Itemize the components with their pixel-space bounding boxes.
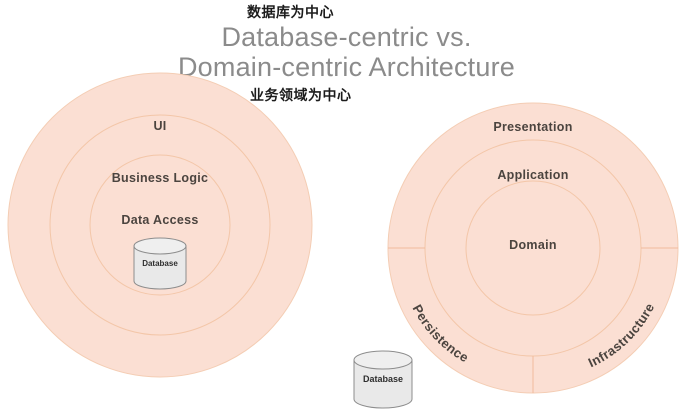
annotation-domain-centric-cn: 业务领域为中心 <box>250 88 352 104</box>
right-architecture-circles: Presentation Application Domain Persiste… <box>387 102 679 394</box>
cylinder-body-bottom-icon <box>353 359 413 409</box>
database-cylinder-inner: Database <box>133 237 187 290</box>
label-domain: Domain <box>509 238 557 252</box>
cylinder-top-icon <box>133 237 187 255</box>
label-business-logic: Business Logic <box>112 171 209 185</box>
cylinder-top-bottom-icon <box>353 350 413 370</box>
label-database-inner: Database <box>142 259 178 268</box>
cylinder-body-icon <box>133 245 187 290</box>
label-data-access: Data Access <box>121 213 198 227</box>
ring-data-access <box>89 154 231 296</box>
label-database-bottom: Database <box>363 374 403 384</box>
label-presentation: Presentation <box>493 120 572 134</box>
ring-domain <box>465 180 601 316</box>
title-line-1: Database-centric vs. <box>221 22 472 52</box>
database-cylinder-bottom: Database <box>353 350 413 409</box>
label-application: Application <box>497 168 568 182</box>
title-line-2: Domain-centric Architecture <box>177 52 516 82</box>
annotation-database-centric-cn: 数据库为中心 <box>247 5 334 21</box>
left-architecture-circles: UI Business Logic Data Access <box>7 72 313 378</box>
label-ui: UI <box>153 119 166 133</box>
